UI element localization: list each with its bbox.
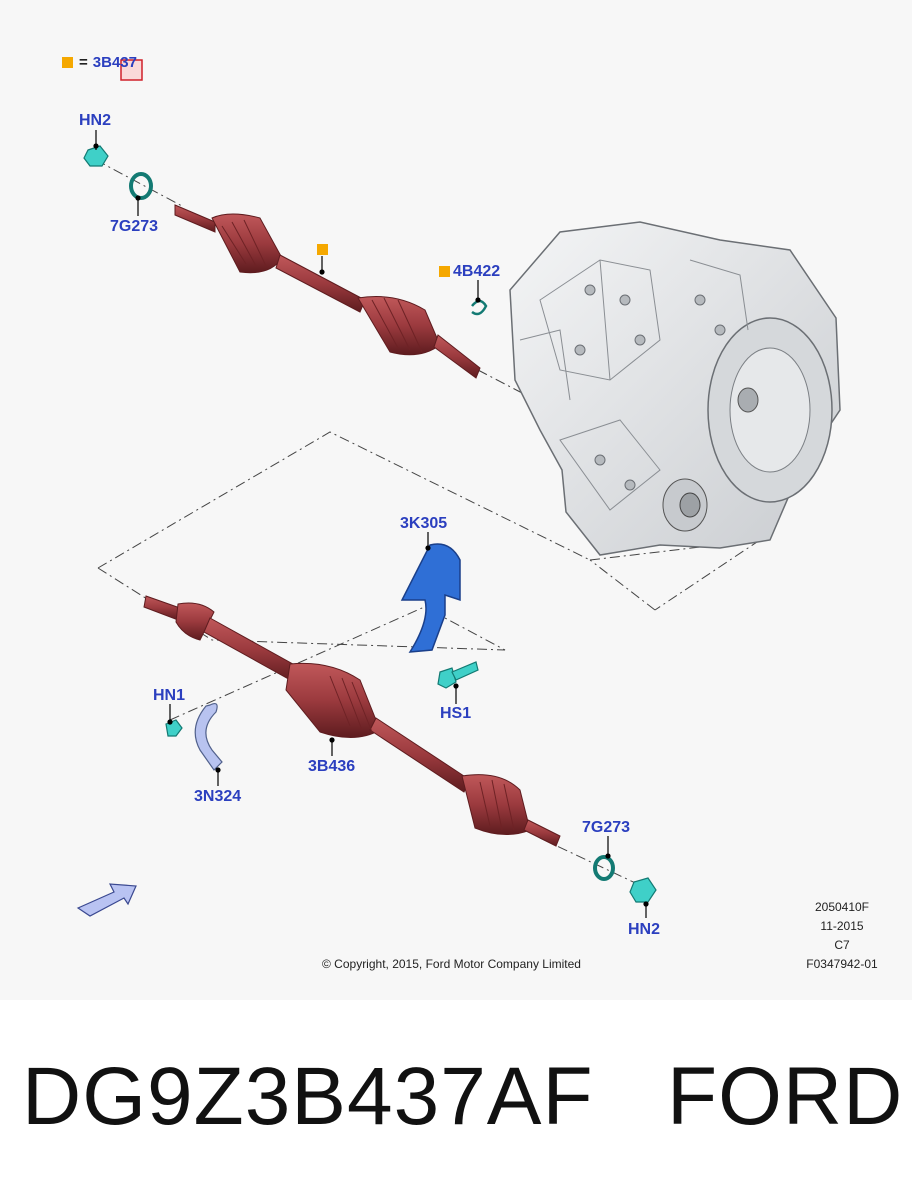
- heat-shield-bracket: [400, 543, 461, 653]
- callout-4b422: 4B422: [453, 263, 501, 280]
- diagram-canvas: [76, 59, 841, 918]
- brand-title: FORD: [667, 1051, 904, 1142]
- bolt-head: [437, 667, 457, 689]
- parts-diagram: =3B437 HN2 7G273 4B422 3K305 HS1 HN1 3N3…: [62, 54, 878, 971]
- front-inner-cv: [285, 662, 381, 738]
- transmission: [509, 221, 841, 556]
- copyright-notice: © Copyright, 2015, Ford Motor Company Li…: [322, 957, 581, 971]
- callout-hs1: HS1: [440, 705, 472, 722]
- front-driveshaft: [143, 595, 561, 847]
- callout-3n324: 3N324: [194, 788, 242, 805]
- callout-7g273-bottom: 7G273: [582, 819, 631, 836]
- callout-hn1: HN1: [153, 687, 186, 704]
- outer-cv-boot: [357, 296, 441, 356]
- support-strap: [194, 702, 223, 771]
- legend-highlight-box: [120, 59, 143, 81]
- diagram-reference: F0347942-01: [806, 957, 878, 971]
- legend: =3B437: [62, 54, 137, 71]
- hn2-bottom-nut: [629, 877, 657, 903]
- diagram-date: 11-2015: [820, 919, 864, 933]
- callout-3b436: 3B436: [308, 758, 356, 775]
- callout-3k305: 3K305: [400, 515, 448, 532]
- inner-cv-boot: [211, 213, 283, 274]
- seal-bottom: [593, 855, 615, 881]
- marker-3b437-shaft: [317, 244, 328, 255]
- fasteners: [83, 145, 657, 903]
- hn2-top-nut: [83, 145, 109, 167]
- callout-7g273-top: 7G273: [110, 218, 159, 235]
- front-outer-cv: [461, 774, 531, 835]
- rear-driveshaft: [174, 204, 481, 379]
- marker-4b422: [439, 266, 450, 277]
- diagram-revision: C7: [834, 938, 850, 952]
- legend-marker-icon: [62, 57, 73, 68]
- legend-part: 3B437: [92, 54, 137, 71]
- leader-lines: [93, 130, 649, 918]
- circlip: [471, 299, 488, 316]
- part-number-title: DG9Z3B437AF: [22, 1051, 594, 1142]
- seal-top: [129, 172, 153, 200]
- callout-hn2-bottom: HN2: [628, 921, 661, 938]
- view-direction-arrow: [76, 883, 137, 917]
- callout-hn2-top: HN2: [79, 112, 112, 129]
- diagram-code: 2050410F: [814, 900, 870, 914]
- legend-equals: =: [79, 54, 88, 71]
